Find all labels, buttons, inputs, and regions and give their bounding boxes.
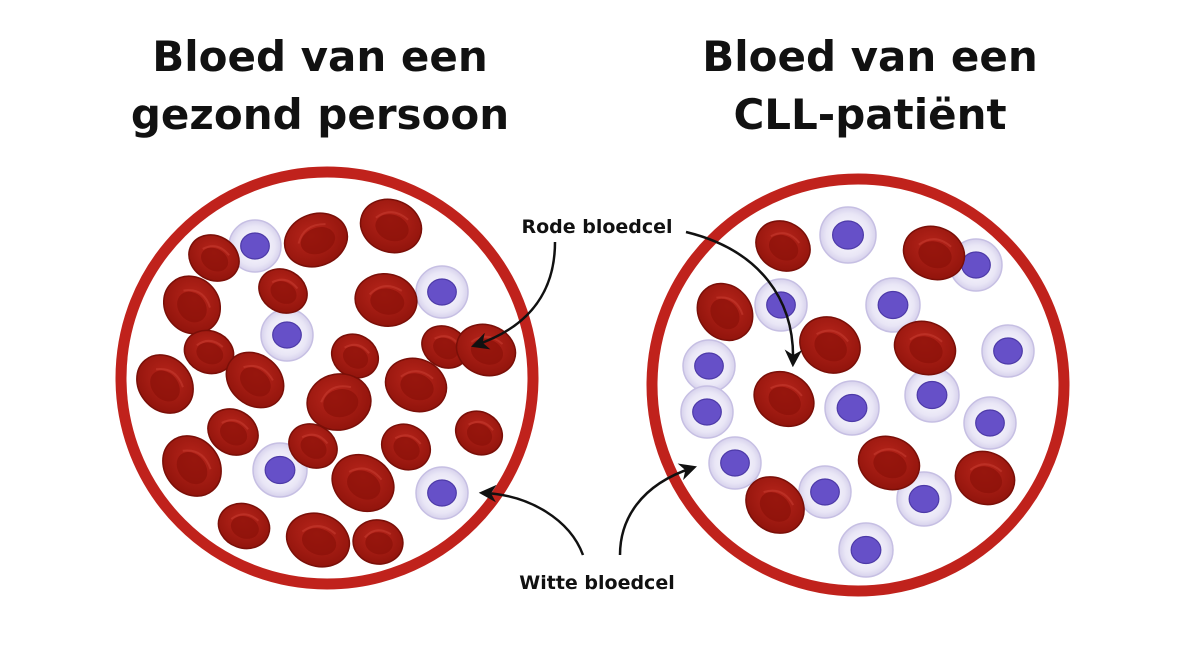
white-blood-cell: [981, 324, 1035, 378]
white-blood-cell: [798, 465, 852, 519]
white-blood-cell: [904, 367, 960, 423]
red-blood-cell: [380, 423, 432, 471]
red-blood-cell: [258, 268, 308, 314]
cll-blood-circle: [646, 173, 1070, 597]
red-blood-cell: [354, 273, 418, 327]
cll-blood-cells: [680, 206, 1035, 578]
title-cll-line2: CLL-patiënt: [733, 90, 1007, 139]
white-blood-cell: [754, 278, 808, 332]
healthy-blood-circle: [115, 166, 539, 590]
red-blood-cell: [162, 275, 222, 335]
red-blood-cell: [162, 435, 222, 497]
arrow-white-cell-left: [478, 484, 585, 556]
white-blood-cell: [896, 471, 952, 527]
healthy-blood-cells: [136, 198, 517, 568]
white-blood-cell: [824, 380, 880, 436]
red-blood-cell: [188, 234, 240, 282]
red-blood-cell: [384, 357, 448, 413]
red-blood-cell: [893, 320, 957, 376]
red-blood-cell: [755, 220, 811, 272]
title-healthy-line1: Bloed van een: [152, 32, 488, 81]
red-blood-cell: [902, 225, 966, 281]
red-blood-cell: [207, 408, 259, 456]
title-healthy-line2: gezond persoon: [130, 90, 510, 139]
red-blood-cell: [217, 502, 271, 550]
label-red-blood-cell: Rode bloedcel: [521, 216, 672, 238]
white-blood-cell: [708, 436, 762, 490]
white-blood-cell: [260, 308, 314, 362]
white-blood-cell: [682, 339, 736, 393]
title-cll: Bloed van een CLL-patiënt: [640, 28, 1100, 144]
red-blood-cell: [136, 354, 194, 414]
white-blood-cell: [838, 522, 894, 578]
title-healthy: Bloed van een gezond persoon: [90, 28, 550, 144]
arrow-red-cell-right: [685, 230, 803, 368]
white-blood-cell: [865, 277, 921, 333]
white-blood-cell: [415, 265, 469, 319]
red-blood-cell: [696, 282, 754, 342]
red-blood-cell: [745, 476, 805, 534]
red-blood-cell: [283, 212, 349, 268]
red-blood-cell: [799, 316, 861, 374]
white-blood-cell: [680, 385, 734, 439]
red-blood-cell: [288, 423, 338, 469]
red-blood-cell: [331, 453, 395, 513]
title-cll-line1: Bloed van een: [702, 32, 1038, 81]
white-blood-cell: [819, 206, 877, 264]
red-blood-cell: [421, 325, 469, 369]
red-blood-cell: [330, 333, 380, 379]
red-blood-cell: [306, 373, 372, 431]
red-blood-cell: [454, 410, 504, 456]
red-blood-cell: [753, 370, 815, 428]
white-blood-cell: [415, 466, 469, 520]
red-blood-cell: [225, 351, 285, 409]
white-blood-cell: [963, 396, 1017, 450]
red-blood-cell: [359, 198, 423, 254]
red-blood-cell: [285, 512, 351, 568]
arrow-white-cell-right: [618, 463, 697, 556]
red-blood-cell: [954, 450, 1016, 506]
label-white-blood-cell: Witte bloedcel: [519, 572, 674, 594]
red-blood-cell: [352, 519, 404, 565]
arrow-red-cell-left: [471, 241, 557, 350]
red-blood-cell: [857, 435, 921, 491]
